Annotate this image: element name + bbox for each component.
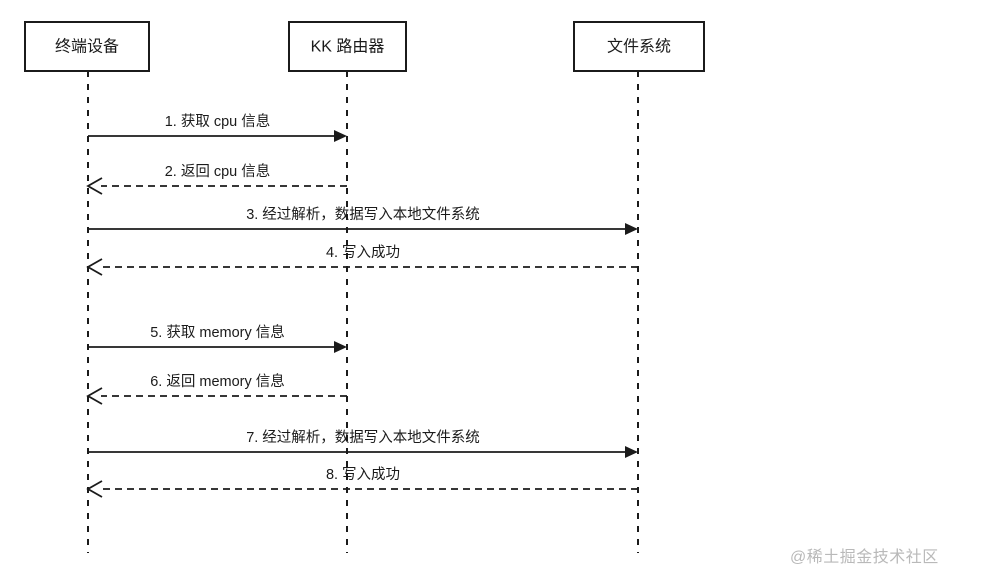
actor-device[interactable]: 终端设备 <box>24 21 150 72</box>
watermark: @稀土掘金技术社区 <box>790 549 939 566</box>
message-7[interactable]: 7. 经过解析，数据写入本地文件系统 <box>88 429 638 458</box>
arrowhead-solid-1 <box>334 130 347 142</box>
lifelines-group <box>87 71 639 553</box>
arrowhead-open-6 <box>86 387 103 405</box>
message-label-6: 6. 返回 memory 信息 <box>150 373 285 390</box>
message-label-2: 2. 返回 cpu 信息 <box>165 163 271 180</box>
arrowhead-solid-7 <box>625 446 638 458</box>
message-label-1: 1. 获取 cpu 信息 <box>165 113 271 130</box>
message-label-7: 7. 经过解析，数据写入本地文件系统 <box>246 429 480 446</box>
message-3[interactable]: 3. 经过解析，数据写入本地文件系统 <box>88 206 638 235</box>
actor-box-device <box>24 21 150 72</box>
actor-box-router <box>288 21 407 72</box>
message-1[interactable]: 1. 获取 cpu 信息 <box>88 113 347 142</box>
actor-box-filesys <box>573 21 705 72</box>
message-label-8: 8. 写入成功 <box>326 466 400 483</box>
arrowhead-solid-5 <box>334 341 347 353</box>
message-6[interactable]: 6. 返回 memory 信息 <box>86 373 347 405</box>
arrowhead-solid-3 <box>625 223 638 235</box>
messages-group: 1. 获取 cpu 信息 2. 返回 cpu 信息 3. 经过解析，数据写入本地文件… <box>86 113 638 498</box>
message-label-5: 5. 获取 memory 信息 <box>150 324 285 341</box>
message-2[interactable]: 2. 返回 cpu 信息 <box>86 163 347 195</box>
actor-filesys[interactable]: 文件系统 <box>573 21 705 72</box>
message-label-4: 4. 写入成功 <box>326 244 400 261</box>
actor-label-filesys: 文件系统 <box>607 38 671 56</box>
actors-group: 终端设备 KK 路由器 文件系统 <box>24 21 705 72</box>
message-8[interactable]: 8. 写入成功 <box>86 466 638 498</box>
actor-label-device: 终端设备 <box>55 38 119 56</box>
actor-router[interactable]: KK 路由器 <box>288 21 407 72</box>
actor-label-router: KK 路由器 <box>311 38 385 56</box>
arrowhead-open-4 <box>86 258 103 276</box>
message-4[interactable]: 4. 写入成功 <box>86 244 638 276</box>
message-5[interactable]: 5. 获取 memory 信息 <box>88 324 347 353</box>
message-label-3: 3. 经过解析，数据写入本地文件系统 <box>246 206 480 223</box>
arrowhead-open-8 <box>86 480 103 498</box>
arrowhead-open-2 <box>86 177 103 195</box>
